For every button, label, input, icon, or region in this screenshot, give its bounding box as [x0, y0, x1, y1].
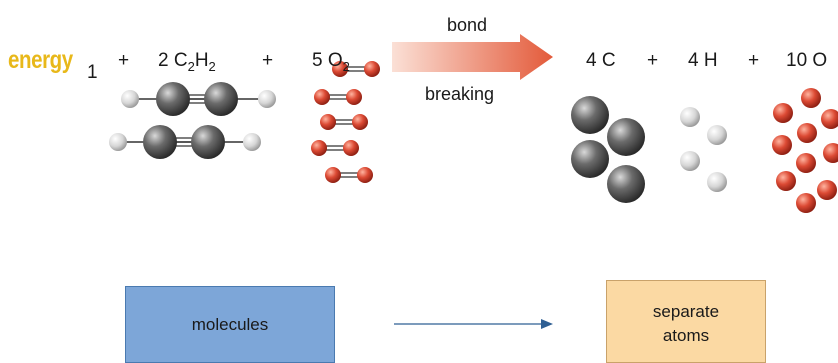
separate-atoms-label-line1: separate: [652, 301, 720, 321]
oxygen-molecule: [325, 167, 373, 183]
carbon-atom: [156, 82, 190, 116]
arrow-label-bottom: breaking: [425, 84, 495, 104]
carbon-atom: [607, 118, 645, 156]
molecules-label: molecules: [191, 314, 269, 334]
hydrogen-atom: [258, 90, 276, 108]
plus-sign: +: [748, 50, 760, 71]
separate-atoms-box: separate atoms: [606, 280, 766, 363]
hydrogen-atom: [243, 133, 261, 151]
oxygen-molecule: [311, 140, 359, 156]
plus-sign: +: [262, 50, 274, 71]
flow-arrow: [394, 319, 553, 329]
carbon-atoms-label: 4 C: [586, 50, 616, 71]
oxygen-atoms-label: 10 O: [786, 50, 828, 71]
carbon-atom: [191, 125, 225, 159]
plus-sign: +: [118, 50, 130, 71]
carbon-atom: [571, 140, 609, 178]
energy-subscript: 1: [87, 62, 98, 83]
oxygen-formula: 5 O2: [312, 50, 350, 74]
hydrogen-atoms-group: [680, 107, 727, 192]
acetylene-molecule: [109, 125, 261, 159]
separate-atoms-label-line2: atoms: [662, 325, 710, 345]
hydrogen-atom: [707, 172, 727, 192]
oxygen-molecule: [320, 114, 368, 130]
hydrogen-atom: [707, 125, 727, 145]
oxygen-atoms-group: [772, 88, 838, 213]
plus-sign: +: [647, 50, 659, 71]
hydrogen-atom: [680, 107, 700, 127]
hydrogen-atom: [680, 151, 700, 171]
hydrogen-atom: [109, 133, 127, 151]
acetylene-molecule: [121, 82, 276, 116]
molecules-box: molecules: [125, 286, 335, 363]
carbon-atom: [571, 96, 609, 134]
carbon-atom: [143, 125, 177, 159]
arrow-label-top: bond: [447, 15, 488, 35]
energy-label: energy: [8, 46, 73, 74]
carbon-atom: [204, 82, 238, 116]
carbon-atoms-group: [571, 96, 645, 203]
hydrogen-atom: [121, 90, 139, 108]
bond-breaking-arrow: [392, 34, 553, 80]
oxygen-molecule: [332, 61, 380, 77]
acetylene-formula: 2 C2H2: [158, 50, 216, 74]
oxygen-molecule: [314, 89, 362, 105]
carbon-atom: [607, 165, 645, 203]
hydrogen-atoms-label: 4 H: [688, 50, 718, 71]
